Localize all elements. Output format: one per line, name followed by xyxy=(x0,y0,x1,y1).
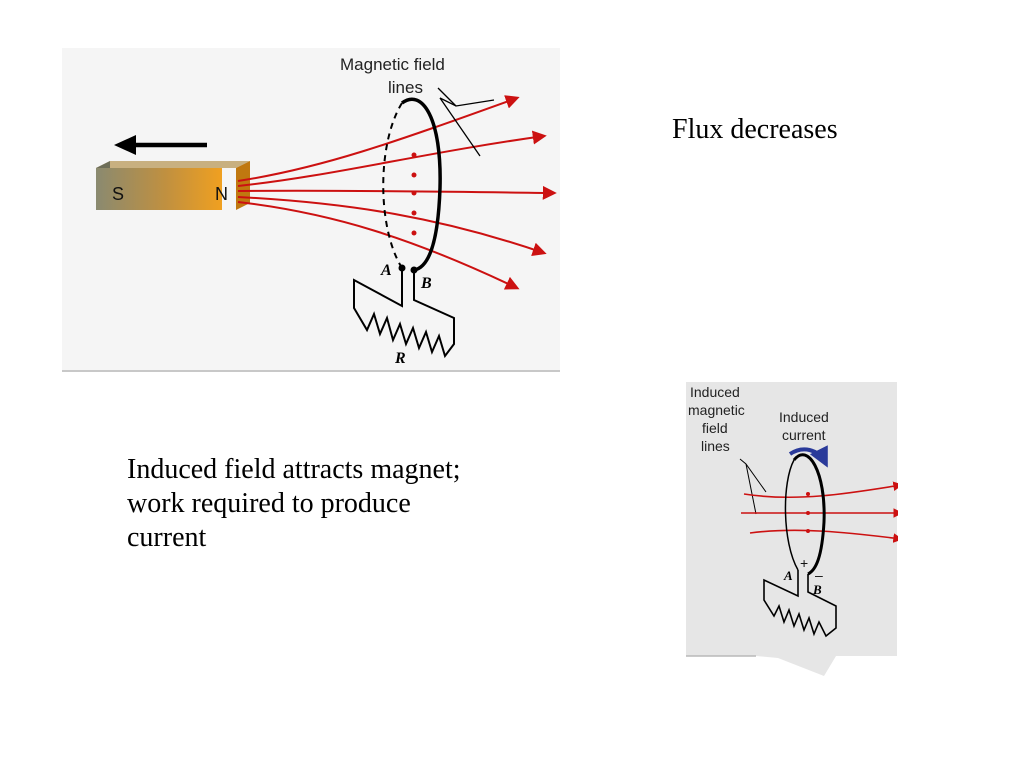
minus-sign: – xyxy=(815,567,823,583)
magnetic-field-lines xyxy=(237,95,557,290)
plus-sign: + xyxy=(800,555,808,571)
induced-field-label-line1: Induced xyxy=(690,384,740,400)
resistor-label: R xyxy=(394,350,406,367)
explanation-text: Induced field attracts magnet; work requ… xyxy=(127,453,547,555)
inset-background xyxy=(686,382,897,676)
induced-field-label-line4: lines xyxy=(701,438,730,454)
terminal-a-label: A xyxy=(380,262,392,279)
induced-current-arrow xyxy=(788,445,828,468)
terminal-b-label: B xyxy=(420,275,432,292)
induced-field-label-line2: magnetic xyxy=(688,402,745,418)
induced-field-label-line3: field xyxy=(702,420,728,436)
field-lines-label-line1: Magnetic field xyxy=(340,55,445,74)
inset-terminal-a-label: A xyxy=(783,568,793,583)
inset-resistor xyxy=(763,570,837,638)
explanation-line-3: current xyxy=(127,522,207,553)
inset-terminal-b-label: B xyxy=(812,582,822,597)
induced-field-pointer xyxy=(739,458,767,515)
field-lines-label-line2: lines xyxy=(388,78,423,97)
wire-loop xyxy=(382,97,442,272)
magnet-north-label: N xyxy=(215,184,228,204)
explanation-line-1: Induced field attracts magnet; xyxy=(127,454,461,485)
motion-arrow-left xyxy=(114,135,207,155)
magnet-south-label: S xyxy=(112,184,124,204)
circuit-resistor xyxy=(353,264,455,359)
induced-field-label: Induced magnetic field lines xyxy=(688,384,745,454)
inset-wire-loop xyxy=(784,453,826,576)
explanation-line-2: work required to produce xyxy=(127,488,411,519)
magnet-loop-diagram: S N A B R Magnetic field lines xyxy=(62,48,560,372)
induced-current-label-line2: current xyxy=(782,427,826,443)
induced-current-label-line1: Induced xyxy=(779,409,829,425)
field-label-pointer xyxy=(437,87,495,157)
induced-current-label: Induced current xyxy=(779,409,829,443)
induced-current-diagram: Induced magnetic field lines Induced cur… xyxy=(686,382,898,676)
flux-decreases-text: Flux decreases xyxy=(672,114,838,145)
